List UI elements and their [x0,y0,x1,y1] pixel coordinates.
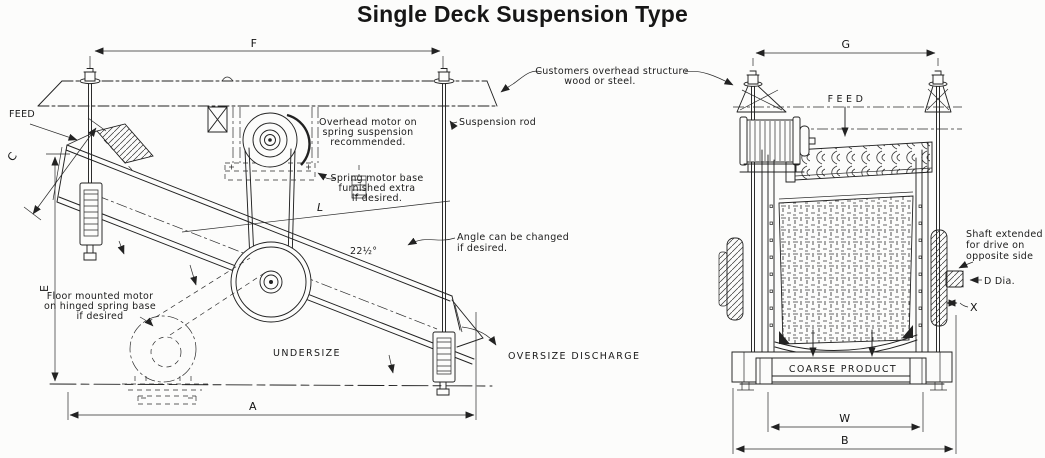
feed-pan [786,142,932,182]
suspension-rod-label: Suspension rod [459,117,536,128]
dim-label-g: G [841,38,850,51]
floor-motor-note-3: if desired [76,311,123,322]
customers-note-1: Customers overhead structure [535,66,688,77]
dimension-B: B [733,315,956,454]
floor-motor-note-2: on hinged spring base [44,301,156,312]
dim-label-x: X [970,301,978,314]
customers-note-2: wood or steel. [564,76,635,87]
belt-guard-arc [287,115,310,165]
spring-right [931,230,947,326]
material-flow-arrows [117,241,395,374]
dim-label-f: F [251,37,258,50]
end-view: G [719,38,1043,454]
suspension-rod-feed-end [80,69,102,261]
overhead-structure-beam [38,77,497,106]
dim-label-a: A [249,400,257,413]
diagram-title: Single Deck Suspension Type [357,1,688,27]
dimension-W: W [768,392,923,432]
spring-box-discharge [433,332,455,382]
suspension-rod-discharge-end [433,69,455,396]
dim-label-c: C [5,150,20,164]
feed-annotation: FEED [9,109,78,141]
angle-annotation: 22½° Angle can be changed if desired. [350,232,569,257]
coarse-product-annotation: COARSE PRODUCT [789,330,897,375]
side-view: F L [5,37,734,420]
dim-label-w: W [839,412,850,425]
oversize-annotation: OVERSIZE DISCHARGE [462,327,640,362]
suspension-rod-note: Suspension rod [449,117,536,131]
floor-motor-note-1: Floor mounted motor [47,291,154,302]
overhead-motor-note-3: recommended. [330,137,405,148]
overhead-motor-note: Overhead motor on spring suspension reco… [319,117,417,148]
angle-note-2: if desired. [457,243,507,254]
angle-reference-line: L [182,201,450,232]
d-dia-label: D Dia. [984,276,1015,287]
shaft-extension: Shaft extended for drive on opposite sid… [946,229,1043,287]
undersize-label: UNDERSIZE [273,348,341,359]
dim-label-l: L [317,201,324,214]
oversize-label: OVERSIZE DISCHARGE [508,351,640,362]
hanger-bracket-right [925,86,951,112]
base-frame [732,352,952,390]
shaft-note-3: opposite side [966,251,1033,262]
end-view-rods [744,71,947,368]
angle-note-1: Angle can be changed [457,232,569,243]
end-view-motor [740,117,815,172]
drive-pulleys-belt [231,113,311,322]
floor-line [50,384,492,386]
spring-base-note-3: if desired. [352,193,402,204]
spring-base-note-1: Spring motor base [331,173,424,184]
overhead-motor-note-1: Overhead motor on [319,117,417,128]
dim-label-e: E [38,285,51,292]
angle-value: 22½° [350,246,377,257]
dimension-A: A [68,312,476,420]
feed-label: FEED [9,109,35,120]
feed-plate [97,124,153,163]
dimension-X: X [946,299,978,314]
shaft-note-2: for drive on [966,240,1025,251]
dimension-E: E [38,154,70,382]
flywheel-left [727,238,743,320]
coarse-product-label: COARSE PRODUCT [789,364,897,375]
dim-label-b: B [841,434,849,447]
end-feed-label: FEED [828,94,867,105]
body-frame [762,143,928,372]
hanger-bracket-left [737,86,786,112]
flywheel-left-inner [719,252,727,306]
dimension-F: F [90,37,443,68]
floor-mounted-motor [122,258,266,404]
customers-structure-note: Customers overhead structure wood or ste… [500,66,734,93]
spring-base-note-2: furnished extra [339,183,416,194]
end-feed-annotation: FEED [828,94,867,137]
shaft-note-1: Shaft extended [966,229,1043,240]
floor-motor-note: Floor mounted motor on hinged spring bas… [44,291,156,327]
overhead-motor-note-2: spring suspension [323,127,414,138]
spring-base-note: Spring motor base furnished extra if des… [317,173,424,204]
screen-mesh [779,192,913,344]
dimension-G: G [753,38,938,66]
